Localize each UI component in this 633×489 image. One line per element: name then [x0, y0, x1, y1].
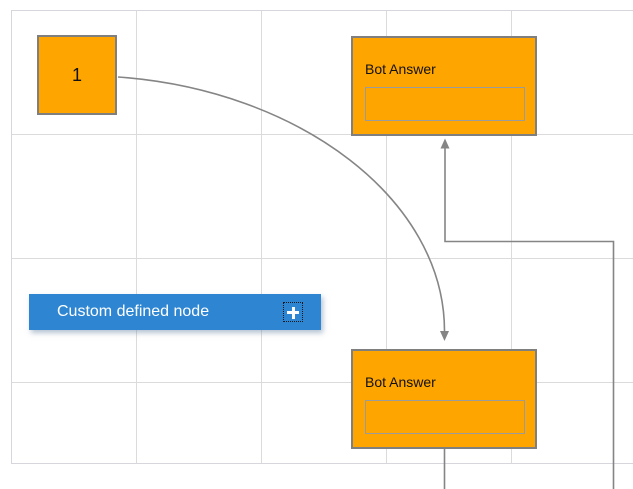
- connector-offcanvas-to-top-node[interactable]: [440, 138, 615, 489]
- custom-defined-node-label: Custom defined node: [57, 303, 210, 320]
- arrow-up-icon: [440, 138, 450, 149]
- custom-defined-node[interactable]: Custom defined node: [29, 294, 321, 330]
- start-node[interactable]: 1: [37, 35, 117, 115]
- bot-answer-node-bottom[interactable]: Bot Answer: [351, 349, 537, 449]
- bot-answer-input[interactable]: [365, 87, 525, 121]
- bot-answer-input[interactable]: [365, 400, 525, 434]
- start-node-label: 1: [71, 64, 82, 85]
- bot-answer-title: Bot Answer: [365, 61, 436, 77]
- arrow-down-icon: [440, 331, 449, 341]
- bot-answer-title: Bot Answer: [365, 374, 436, 390]
- connector-start-to-bottom-node[interactable]: [117, 76, 449, 341]
- bot-answer-node-top[interactable]: Bot Answer: [351, 36, 537, 136]
- plus-icon[interactable]: [283, 302, 303, 322]
